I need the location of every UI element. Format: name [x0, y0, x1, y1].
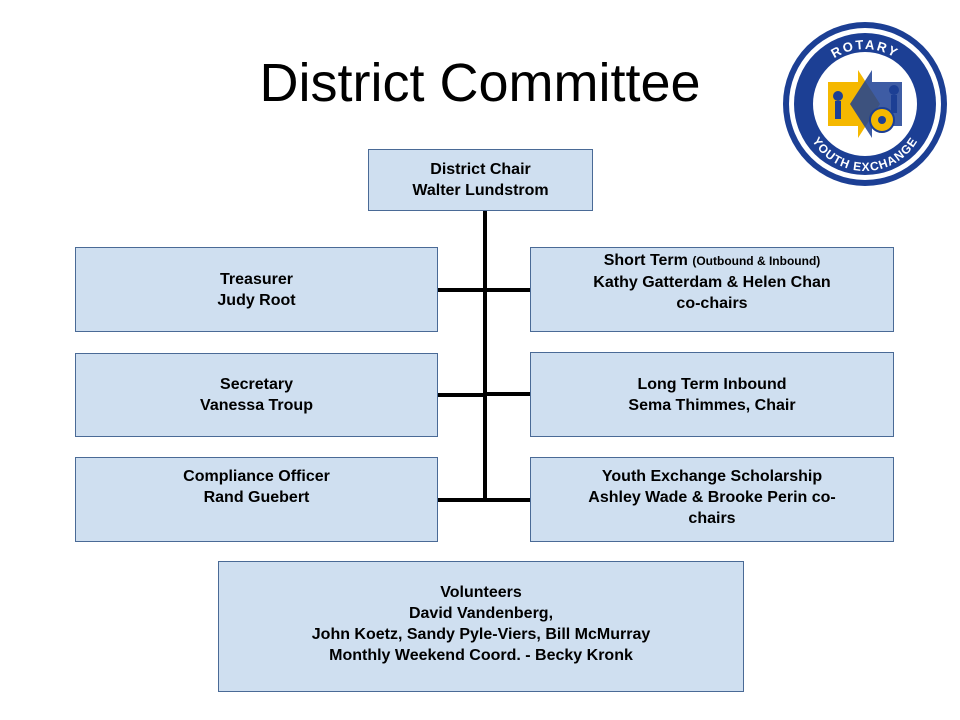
connector-scholarship	[485, 498, 531, 502]
compliance-officer-role: Compliance Officer	[183, 468, 330, 485]
connector-compliance	[437, 498, 485, 502]
compliance-officer-box: Compliance Officer Rand Guebert	[75, 457, 438, 542]
long-term-name: Sema Thimmes, Chair	[628, 396, 796, 414]
short-term-role-line: Short Term (Outbound & Inbound)	[604, 250, 821, 272]
district-chair-name: Walter Lundstrom	[412, 182, 549, 199]
connector-treasurer	[437, 288, 485, 292]
scholarship-name: Ashley Wade & Brooke Perin co-	[588, 489, 836, 506]
connector-short-term	[485, 288, 531, 292]
scholarship-box: Youth Exchange Scholarship Ashley Wade &…	[530, 457, 894, 542]
trunk-line	[483, 211, 487, 501]
volunteers-box: Volunteers David Vandenberg, John Koetz,…	[218, 561, 744, 692]
district-chair-role: District Chair	[430, 161, 531, 178]
short-term-suffix: co-chairs	[676, 295, 748, 312]
connector-secretary	[437, 393, 485, 397]
volunteers-line-1: David Vandenberg,	[408, 605, 554, 622]
treasurer-role: Treasurer	[220, 270, 293, 288]
volunteers-line-2: John Koetz, Sandy Pyle-Viers, Bill McMur…	[311, 626, 651, 643]
volunteers-line-3: Monthly Weekend Coord. - Becky Kronk	[329, 647, 633, 664]
secretary-box: Secretary Vanessa Troup	[75, 353, 438, 437]
district-chair-box: District Chair Walter Lundstrom	[368, 149, 593, 211]
short-term-name: Kathy Gatterdam & Helen Chan	[593, 274, 831, 291]
rotary-youth-exchange-logo: ROTARY YOUTH EXCHANGE	[783, 22, 947, 186]
page-title: District Committee	[259, 53, 701, 113]
volunteers-role: Volunteers	[440, 584, 522, 601]
connector-long-term	[485, 392, 531, 396]
short-term-role: Short Term	[603, 252, 688, 269]
scholarship-suffix: chairs	[688, 510, 736, 527]
compliance-officer-name: Rand Guebert	[203, 489, 310, 506]
short-term-box: Short Term (Outbound & Inbound) Kathy Ga…	[530, 247, 894, 332]
treasurer-name: Judy Root	[217, 291, 296, 309]
secretary-role: Secretary	[220, 376, 293, 393]
treasurer-box: Treasurer Judy Root	[75, 247, 438, 332]
long-term-inbound-box: Long Term Inbound Sema Thimmes, Chair	[530, 352, 894, 437]
long-term-role: Long Term Inbound	[637, 375, 787, 393]
scholarship-role: Youth Exchange Scholarship	[601, 468, 823, 485]
short-term-detail: (Outbound & Inbound)	[692, 254, 821, 268]
secretary-name: Vanessa Troup	[200, 397, 313, 414]
